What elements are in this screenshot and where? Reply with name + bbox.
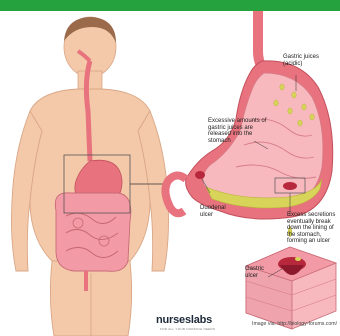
label-gastric-ulcer: Gastric ulcer xyxy=(245,266,269,279)
logo-tagline: FOR ALL YOUR NURSING NEEDS xyxy=(160,327,215,331)
image-credit: Image via: http://biology-forums.com/ xyxy=(252,321,337,327)
duodenal-ulcer-mark xyxy=(195,171,205,179)
stomach-ulcer-mark xyxy=(283,182,297,190)
enlarged-stomach xyxy=(165,11,332,219)
esophagus xyxy=(86,61,90,161)
label-duodenal-ulcer: Duodenal ulcer xyxy=(200,205,234,218)
label-excessive-juices: Excessive amounts of gastric juices are … xyxy=(208,118,270,144)
label-gastric-juices: Gastric juices (acidic) xyxy=(283,54,337,67)
nurseslabs-logo: nurseslabs xyxy=(156,314,212,326)
top-banner-bar xyxy=(0,0,340,11)
label-excess-secretions: Excess secretions eventually break down … xyxy=(287,212,339,245)
